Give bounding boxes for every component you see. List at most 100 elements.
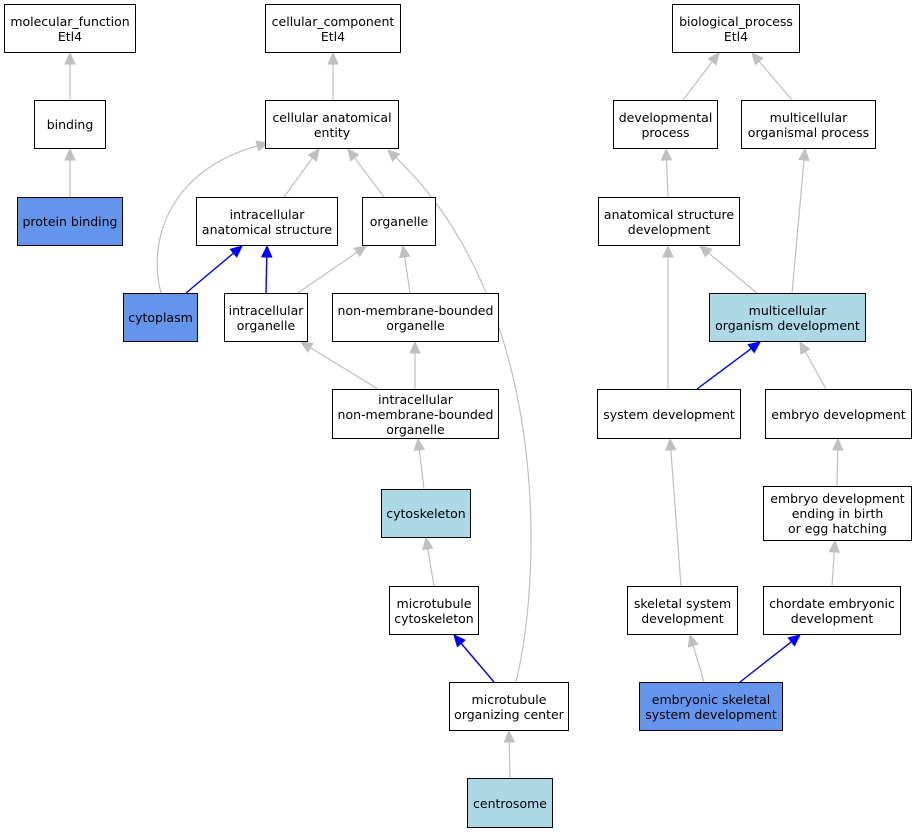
- node-embryonic-skeletal-system-development[interactable]: embryonic skeletal system development: [639, 682, 783, 731]
- edge-arrowhead: [799, 340, 811, 355]
- edge-arrowhead: [662, 244, 674, 258]
- node-developmental-process[interactable]: developmental process: [613, 100, 718, 149]
- node-cellular-component[interactable]: cellular_component Etl4: [265, 4, 401, 53]
- edge-arrowhead: [307, 148, 320, 162]
- edge-embbirth-to-embdev: [831, 437, 844, 487]
- edge-arrowhead: [299, 341, 314, 353]
- edge-arrowhead: [422, 536, 434, 551]
- edge-embdev-to-mod: [799, 340, 827, 390]
- edge-line: [670, 449, 682, 587]
- node-microtubule-organizing-center[interactable]: microtubule organizing center: [449, 682, 569, 731]
- node-multicellular-organism-development[interactable]: multicellular organism development: [709, 293, 866, 342]
- node-protein-binding[interactable]: protein binding: [17, 197, 123, 246]
- node-cytoskeleton[interactable]: cytoskeleton: [381, 489, 471, 538]
- edge-line: [460, 642, 495, 683]
- node-intracellular-anatomical-structure[interactable]: intracellular anatomical structure: [196, 197, 338, 246]
- edge-line: [395, 157, 532, 683]
- edge-cytoskeleton-to-inmbo: [413, 437, 426, 490]
- edge-inmbo-to-io: [299, 341, 379, 390]
- edge-arrowhead: [413, 437, 426, 452]
- node-anatomical-structure-development[interactable]: anatomical structure development: [598, 197, 740, 246]
- edge-arrowhead: [347, 148, 360, 162]
- edge-skeldev-to-sysdev: [665, 437, 682, 587]
- edge-line: [758, 60, 793, 101]
- node-molecular-function[interactable]: molecular_function Etl4: [4, 4, 136, 53]
- edge-arrowhead: [503, 729, 516, 743]
- edge-line: [665, 159, 669, 198]
- edge-arrowhead: [387, 149, 401, 163]
- node-chordate-embryonic-development[interactable]: chordate embryonic development: [763, 586, 901, 635]
- edge-line: [696, 348, 752, 390]
- node-intracellular-organelle[interactable]: intracellular organelle: [224, 293, 308, 342]
- edge-arrowhead: [707, 52, 720, 66]
- edge-binding-to-mf_root: [64, 51, 76, 100]
- edge-line: [283, 157, 314, 198]
- edge-mod-to-asd: [699, 245, 758, 294]
- edge-mtc-to-cytoskeleton: [422, 536, 435, 587]
- edge-line: [418, 449, 425, 490]
- edge-line: [692, 645, 705, 683]
- edge-line: [682, 61, 713, 101]
- edge-arrowhead: [353, 245, 367, 258]
- edge-embskel-to-skeldev: [687, 633, 705, 683]
- node-biological-process[interactable]: biological_process Etl4: [672, 4, 800, 53]
- node-intracellular-non-membrane-bounded-organelle[interactable]: intracellular non-membrane-bounded organ…: [332, 389, 499, 439]
- edge-line: [804, 351, 827, 390]
- edge-arrowhead: [831, 437, 844, 451]
- edge-line: [739, 641, 792, 683]
- edge-asd-to-devproc: [660, 147, 673, 198]
- edge-arrowhead: [409, 340, 421, 354]
- node-organelle[interactable]: organelle: [362, 197, 436, 246]
- node-cytoplasm[interactable]: cytoplasm: [123, 293, 198, 342]
- edge-io-to-ias: [260, 244, 273, 294]
- edge-line: [836, 449, 839, 487]
- edge-line: [156, 145, 258, 294]
- edge-mop-to-bp_root: [751, 52, 793, 101]
- edge-embskel-to-chordate: [739, 634, 801, 683]
- edge-cytoplasm-to-ias: [185, 245, 243, 294]
- edge-arrowhead: [398, 244, 411, 259]
- node-non-membrane-bounded-organelle[interactable]: non-membrane-bounded organelle: [332, 293, 499, 342]
- edge-arrowhead: [64, 147, 76, 161]
- edge-arrowhead: [687, 633, 699, 648]
- edge-arrowhead: [660, 147, 673, 161]
- edge-line: [354, 157, 385, 198]
- node-centrosome[interactable]: centrosome: [467, 778, 553, 828]
- edge-mtoc-to-mtc: [453, 634, 495, 683]
- edge-inmbo-to-nmbo: [409, 340, 421, 389]
- edge-line: [297, 251, 358, 294]
- edge-line: [310, 347, 379, 390]
- edge-line: [404, 256, 411, 294]
- node-cellular-anatomical-entity[interactable]: cellular anatomical entity: [265, 100, 399, 149]
- edge-line: [831, 551, 835, 587]
- edge-line: [508, 741, 511, 779]
- edge-arrowhead: [327, 51, 339, 65]
- edge-centrosome-to-mtoc: [503, 729, 516, 779]
- edge-devproc-to-bp_root: [682, 52, 720, 101]
- edge-mod-to-mop: [791, 147, 810, 294]
- node-system-development[interactable]: system development: [597, 389, 741, 439]
- node-multicellular-organismal-process[interactable]: multicellular organismal process: [741, 100, 876, 149]
- node-embryo-development-ending-in-birth[interactable]: embryo development ending in birth or eg…: [763, 486, 912, 541]
- edge-arrowhead: [229, 245, 243, 258]
- edge-line: [265, 256, 268, 294]
- node-embryo-development[interactable]: embryo development: [765, 389, 912, 439]
- node-microtubule-cytoskeleton[interactable]: microtubule cytoskeleton: [389, 586, 479, 635]
- edge-line: [708, 252, 758, 294]
- edge-arrowhead: [747, 341, 761, 354]
- edge-sysdev-to-mod: [696, 341, 761, 390]
- node-binding[interactable]: binding: [34, 100, 106, 149]
- edge-arrowhead: [787, 634, 801, 647]
- edge-line: [427, 548, 435, 587]
- edge-organelle-to-cae: [347, 148, 385, 198]
- node-skeletal-system-development[interactable]: skeletal system development: [627, 586, 738, 635]
- edge-line: [185, 252, 235, 294]
- edge-arrowhead: [453, 634, 466, 648]
- edge-arrowhead: [260, 244, 273, 258]
- edge-ias-to-cae: [283, 148, 320, 198]
- edge-io-to-organelle: [297, 245, 367, 294]
- edge-cae-to-cc_root: [327, 51, 339, 100]
- edge-arrowhead: [699, 245, 713, 258]
- edge-mtoc-to-cae: [387, 149, 532, 683]
